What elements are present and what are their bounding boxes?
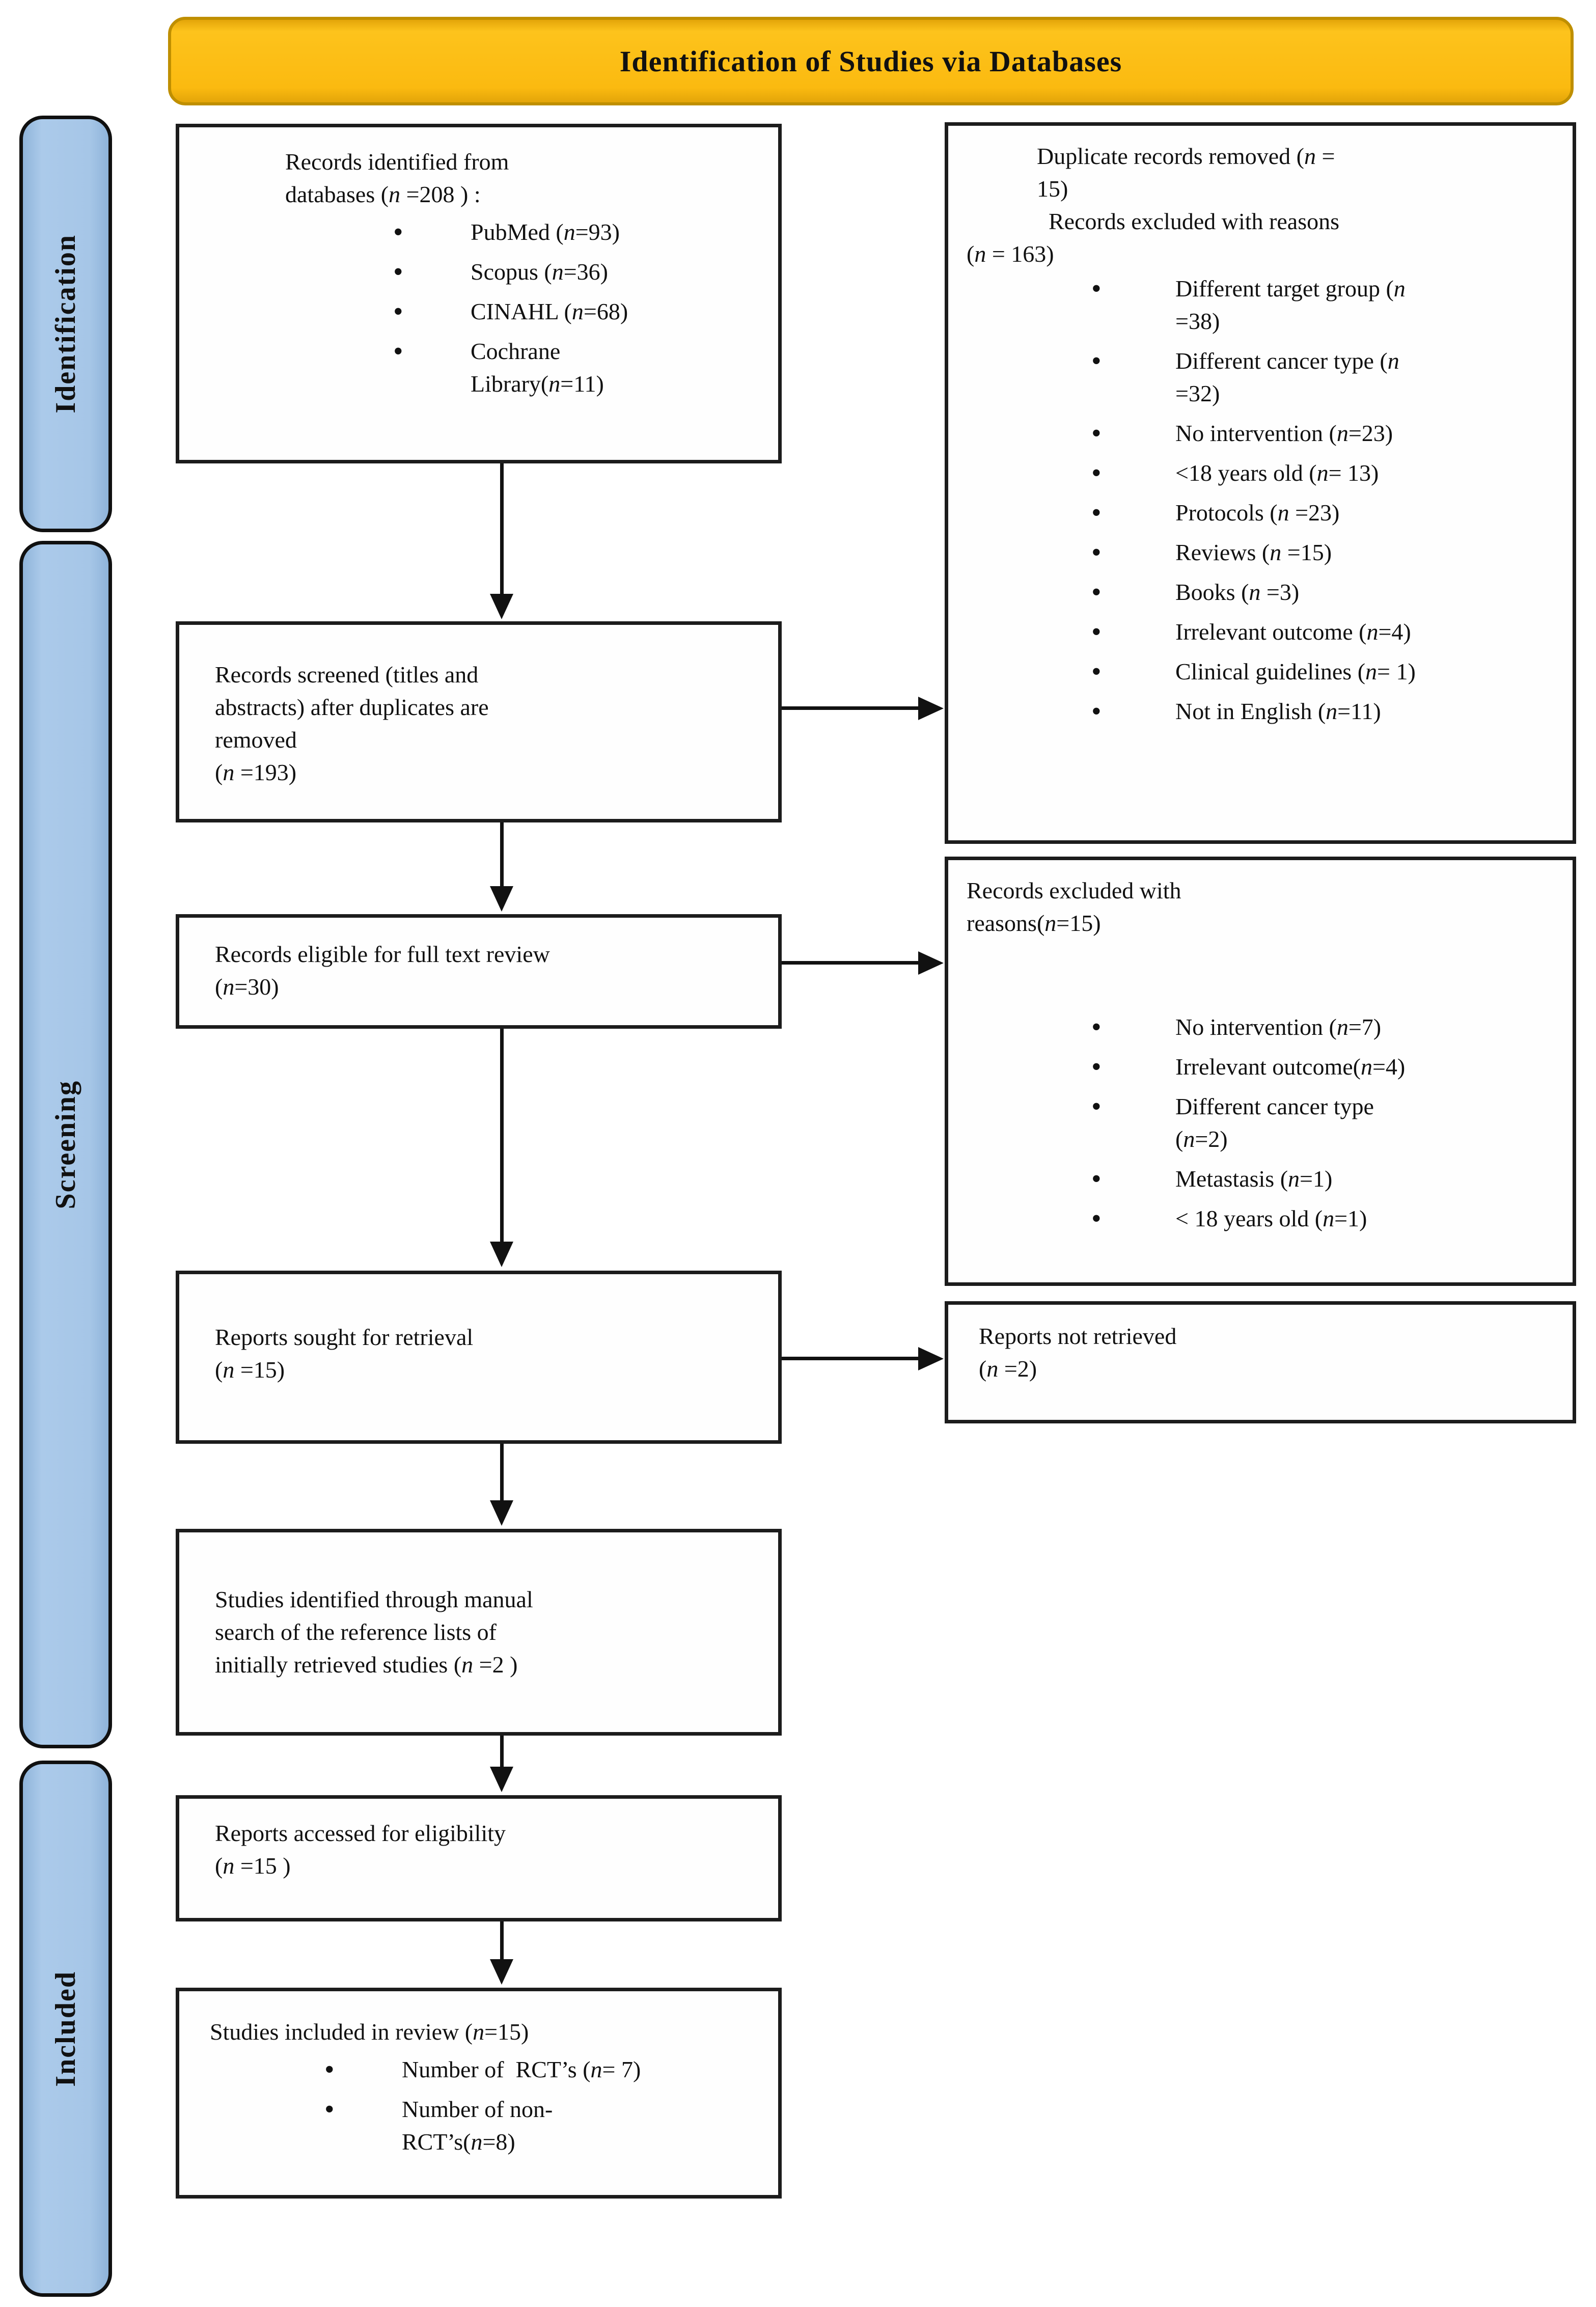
page-title: Identification of Studies via Databases: [619, 44, 1122, 78]
list-item: <18 years old (n= 13): [1091, 457, 1554, 489]
box-studies-included: Studies included in review (n=15) Number…: [176, 1988, 782, 2199]
stage-tab-identification: Identification: [19, 116, 112, 532]
list-item: Books (n =3): [1091, 576, 1554, 609]
list-item: Different cancer type (n =32): [1091, 345, 1554, 410]
header-banner: Identification of Studies via Databases: [168, 17, 1574, 105]
arrow-sought-to-notretrieved-head: [918, 1347, 944, 1370]
box-studies-included-title: Studies included in review (n=15): [210, 2019, 529, 2045]
box-reports-sought: Reports sought for retrieval (n =15): [176, 1271, 782, 1444]
list-item: Protocols (n =23): [1091, 497, 1554, 529]
list-item: CINAHL (n=68): [393, 295, 758, 328]
box-manual-search-text: Studies identified through manual search…: [215, 1586, 533, 1678]
studies-included-list: Number of RCT’s (n= 7) Number of non- RCT…: [324, 2053, 758, 2158]
arrow-screened-to-eligible-line: [500, 822, 504, 888]
box-records-eligible-text: Records eligible for full text review (n…: [215, 941, 550, 1000]
arrow-sought-to-manual-line: [500, 1444, 504, 1502]
stage-label-identification: Identification: [50, 234, 81, 414]
stage-tab-included: Included: [19, 1761, 112, 2297]
arrow-sought-to-notretrieved-line: [782, 1357, 920, 1360]
box-duplicates-removed-header: Duplicate records removed (n = 15) Recor…: [967, 143, 1340, 267]
records-identified-list: PubMed (n=93) Scopus (n=36) CINAHL (n=68) C…: [393, 216, 758, 400]
box-records-identified: Records identified from databases (n =20…: [176, 124, 782, 463]
list-item: Clinical guidelines (n= 1): [1091, 655, 1554, 688]
box-excluded-fulltext: Records excluded with reasons(n=15) No i…: [945, 857, 1576, 1286]
list-item: Metastasis (n=1): [1091, 1163, 1554, 1195]
list-item: Number of RCT’s (n= 7): [324, 2053, 758, 2086]
list-item: Scopus (n=36): [393, 256, 758, 288]
list-item: Reviews (n =15): [1091, 536, 1554, 569]
box-manual-search: Studies identified through manual search…: [176, 1529, 782, 1736]
arrow-accessed-to-included-line: [500, 1921, 504, 1961]
list-item: Not in English (n=11): [1091, 695, 1554, 728]
box-reports-not-retrieved-text: Reports not retrieved (n =2): [979, 1323, 1177, 1382]
list-item: Cochrane Library(n=11): [393, 335, 758, 400]
list-item: PubMed (n=93): [393, 216, 758, 249]
excluded-fulltext-list: No intervention (n=7) Irrelevant outcome(…: [1091, 1011, 1554, 1235]
arrow-manual-to-accessed-line: [500, 1736, 504, 1769]
arrow-accessed-to-included-head: [490, 1959, 513, 1985]
arrow-eligible-to-sought-line: [500, 1029, 504, 1244]
box-records-identified-title: Records identified from databases (n =20…: [285, 149, 509, 207]
list-item: Irrelevant outcome(n=4): [1091, 1051, 1554, 1083]
arrow-identified-to-screened-line: [500, 463, 504, 596]
list-item: No intervention (n=7): [1091, 1011, 1554, 1043]
arrow-identified-to-screened-head: [490, 594, 513, 619]
stage-label-screening: Screening: [50, 1080, 81, 1210]
box-reports-accessed-text: Reports accessed for eligibility (n =15 …: [215, 1820, 506, 1879]
arrow-screened-to-excluded-line: [782, 706, 920, 710]
list-item: Number of non- RCT’s(n=8): [324, 2093, 758, 2158]
arrow-eligible-to-excluded-line: [782, 961, 920, 965]
box-records-screened-text: Records screened (titles and abstracts) …: [215, 662, 489, 785]
arrow-screened-to-eligible-head: [490, 886, 513, 912]
arrow-eligible-to-excluded-head: [918, 951, 944, 975]
stage-tab-screening: Screening: [19, 541, 112, 1748]
box-reports-sought-text: Reports sought for retrieval (n =15): [215, 1324, 474, 1383]
list-item: Different cancer type (n=2): [1091, 1090, 1554, 1156]
list-item: No intervention (n=23): [1091, 417, 1554, 450]
box-reports-not-retrieved: Reports not retrieved (n =2): [945, 1301, 1576, 1423]
list-item: < 18 years old (n=1): [1091, 1202, 1554, 1235]
box-records-eligible: Records eligible for full text review (n…: [176, 914, 782, 1029]
arrow-eligible-to-sought-head: [490, 1242, 513, 1267]
stage-label-included: Included: [50, 1970, 81, 2087]
duplicates-removed-list: Different target group (n =38) Different …: [1091, 272, 1554, 728]
box-reports-accessed: Reports accessed for eligibility (n =15 …: [176, 1795, 782, 1921]
list-item: Irrelevant outcome (n=4): [1091, 616, 1554, 648]
box-duplicates-removed: Duplicate records removed (n = 15) Recor…: [945, 122, 1576, 844]
box-records-screened: Records screened (titles and abstracts) …: [176, 621, 782, 822]
box-excluded-fulltext-title: Records excluded with reasons(n=15): [967, 877, 1181, 936]
list-item: Different target group (n =38): [1091, 272, 1554, 338]
arrow-screened-to-excluded-head: [918, 697, 944, 720]
arrow-sought-to-manual-head: [490, 1500, 513, 1526]
arrow-manual-to-accessed-head: [490, 1767, 513, 1792]
